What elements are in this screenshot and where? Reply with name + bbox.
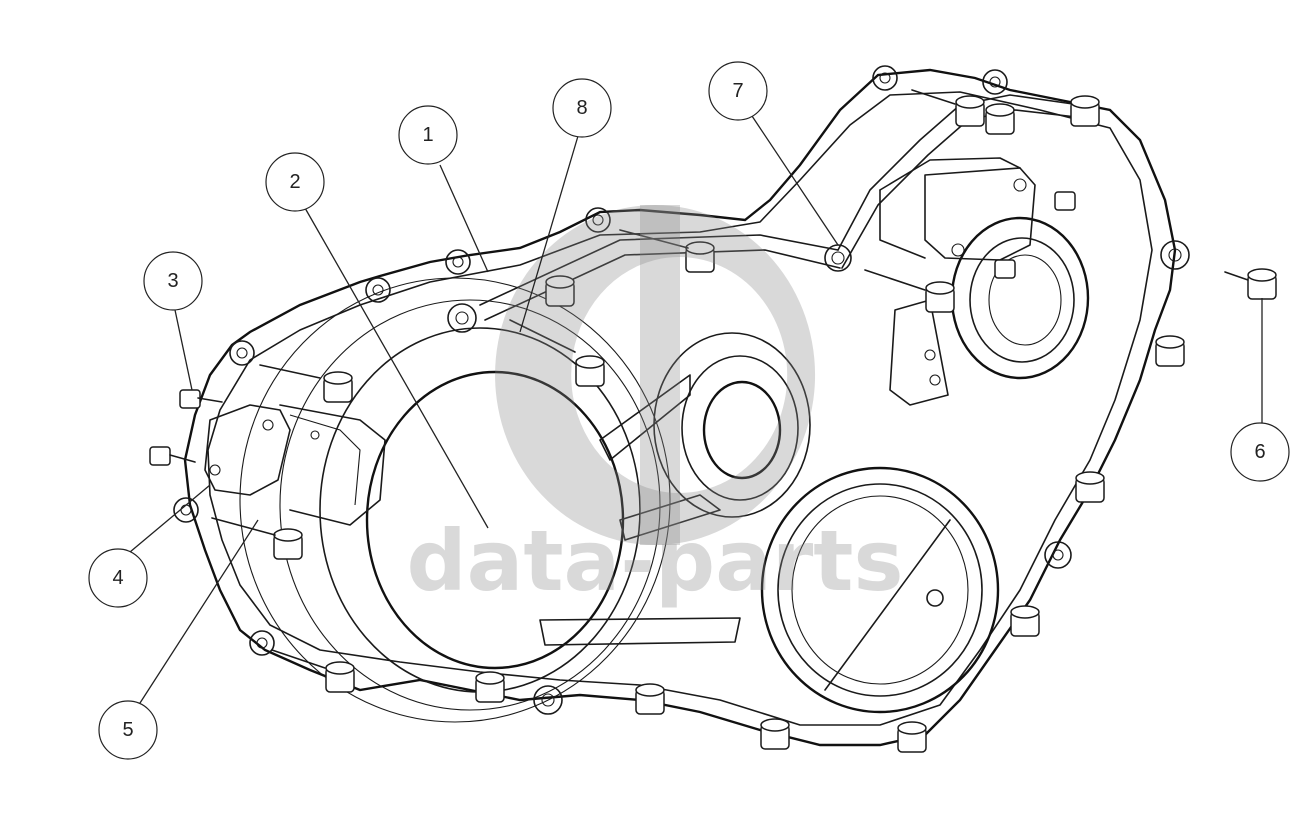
svg-text:7: 7 <box>732 80 743 102</box>
svg-text:3: 3 <box>167 270 178 292</box>
svg-text:1: 1 <box>422 124 433 146</box>
callout-4[interactable]: 4 <box>88 548 148 608</box>
callout-2[interactable]: 2 <box>265 152 325 212</box>
watermark: data-parts <box>407 205 904 610</box>
callout-8[interactable]: 8 <box>552 78 612 138</box>
bolt-set <box>149 95 1277 753</box>
callout-1[interactable]: 1 <box>398 105 458 165</box>
callout-7[interactable]: 7 <box>708 61 768 121</box>
callout-6[interactable]: 6 <box>1230 422 1290 482</box>
svg-text:8: 8 <box>576 97 587 119</box>
dp-logo-icon <box>495 205 816 545</box>
svg-text:4: 4 <box>112 567 123 589</box>
svg-text:2: 2 <box>289 171 300 193</box>
engine-cover-drawing <box>149 65 1277 753</box>
callout-5[interactable]: 5 <box>98 700 158 760</box>
callouts: 1 2 3 4 5 6 <box>88 61 1290 760</box>
watermark-text: data-parts <box>407 512 904 610</box>
callout-3[interactable]: 3 <box>143 251 203 311</box>
svg-text:5: 5 <box>122 719 133 741</box>
svg-text:6: 6 <box>1254 441 1265 463</box>
